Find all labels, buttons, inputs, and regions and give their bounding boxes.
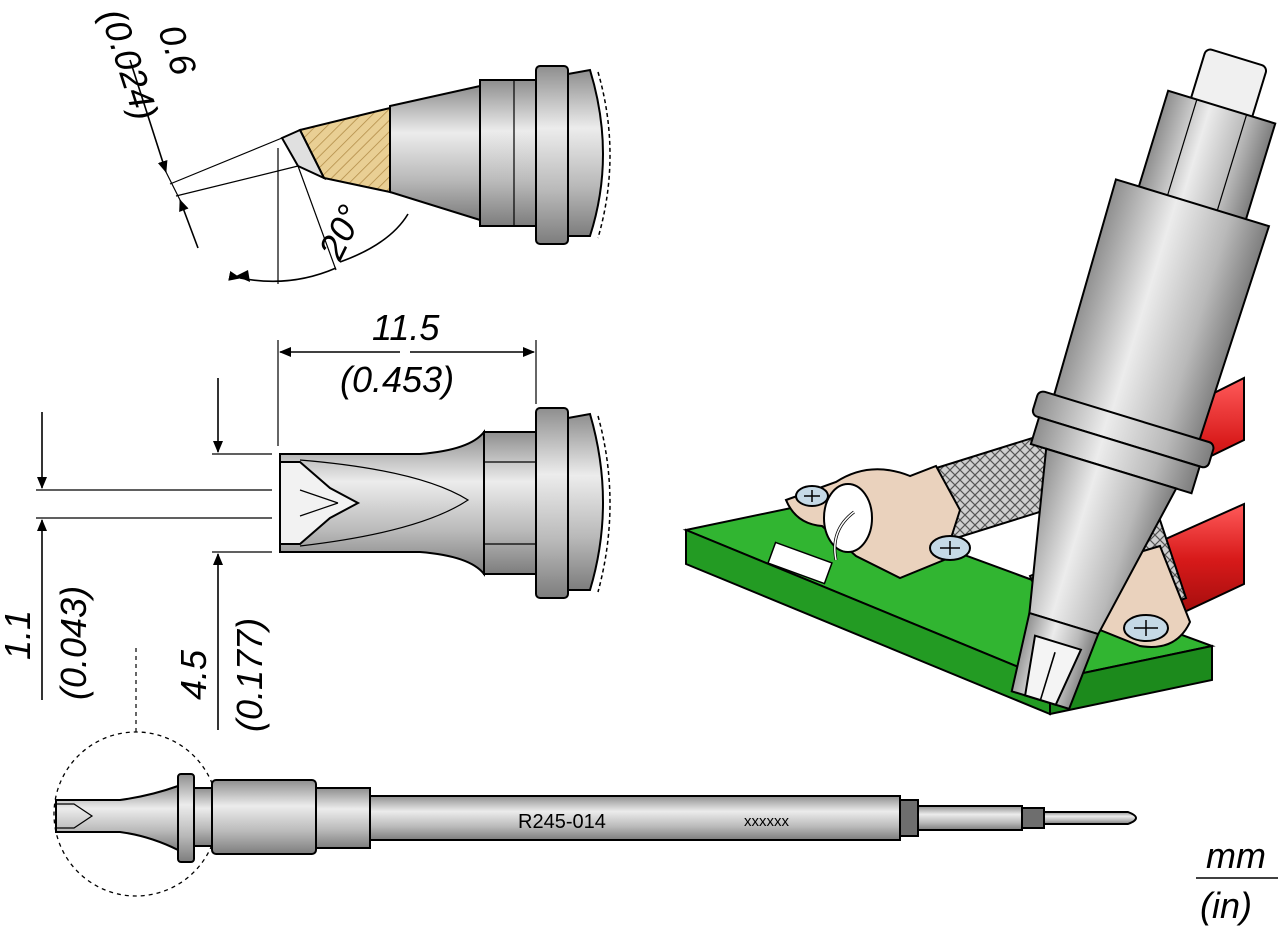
tip-thickness-in: (0.024) bbox=[92, 4, 166, 125]
length-mm: 11.5 bbox=[372, 307, 440, 348]
tip-width-mm: 4.5 bbox=[173, 649, 214, 700]
tip-side-view bbox=[129, 59, 611, 284]
units-primary: mm bbox=[1206, 835, 1266, 876]
length-in: (0.453) bbox=[340, 359, 454, 400]
application-illustration bbox=[682, 48, 1277, 716]
units-secondary: (in) bbox=[1200, 885, 1252, 926]
tip-width-in: (0.177) bbox=[229, 618, 270, 732]
bevel-angle: 20° bbox=[310, 199, 371, 267]
cartridge-serial-label: xxxxxx bbox=[744, 813, 790, 830]
cartridge-full-view bbox=[53, 648, 1137, 897]
slot-width-mm: 1.1 bbox=[0, 610, 38, 660]
cartridge-model-label: R245-014 bbox=[518, 811, 606, 833]
tip-front-view bbox=[36, 340, 611, 730]
tip-thickness-mm: 0.6 bbox=[150, 20, 205, 81]
slot-width-in: (0.043) bbox=[53, 586, 94, 700]
